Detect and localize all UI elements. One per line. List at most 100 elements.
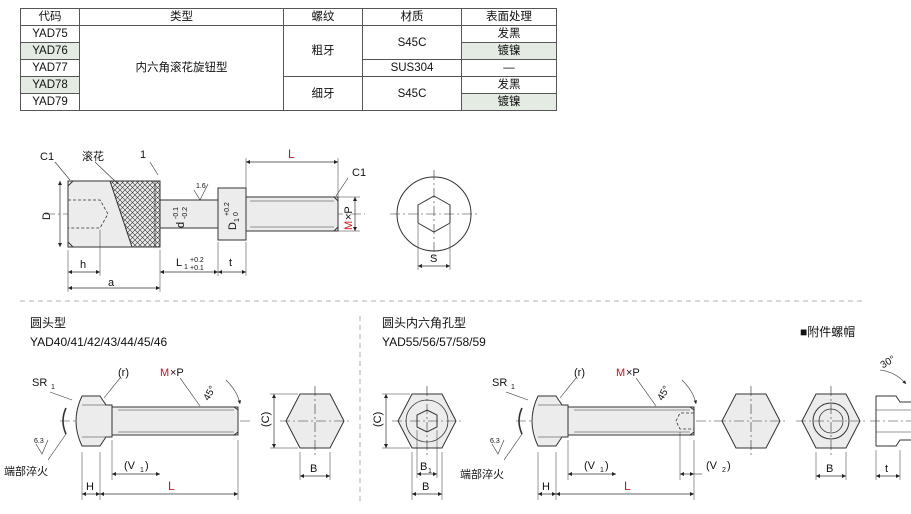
hex-V1-sub: 1 (600, 467, 604, 474)
hex-V1-close: ) (605, 460, 609, 472)
hex-C-label: (C) (372, 412, 384, 427)
dim-D1-tol-upper: +0.2 (224, 202, 231, 216)
round-C-label: (C) (260, 412, 272, 427)
dim-L1-sub: 1 (184, 264, 188, 271)
round-head-drawing (35, 377, 350, 500)
hex-socket-title: 圆头内六角孔型 (382, 316, 466, 330)
round-SR-sub: 1 (51, 384, 55, 391)
code-cell: YAD78 (20, 76, 80, 94)
dim-D1-tol-lower: 0 (233, 212, 240, 216)
hex-angle-label: 45° (656, 384, 673, 403)
col-finish: 表面处理 (461, 8, 557, 26)
round-V1-label: (V (124, 460, 136, 472)
hex-socket-end-view (382, 386, 462, 500)
hex-roughness: 6.3 (490, 438, 500, 445)
dim-D1-group: D 1 +0.2 0 (224, 202, 241, 230)
dim-t-label: t (229, 257, 232, 269)
c1-left-label: C1 (40, 151, 54, 163)
hex-M-label: M (616, 367, 625, 379)
dim-1-label: 1 (140, 149, 146, 161)
hex-V2-label: (V (706, 460, 718, 472)
knurl-label: 滚花 (82, 149, 104, 163)
hex-V2-group: (V 2 ) (706, 460, 731, 474)
round-roughness: 6.3 (34, 438, 44, 445)
surface-roughness: 1.6 (196, 183, 206, 190)
hex-B-end-label: B (422, 481, 429, 493)
round-B-label: B (310, 463, 317, 475)
thread-cell: 粗牙 (283, 25, 363, 77)
hex-harden-label: 端部淬火 (460, 467, 504, 481)
dim-d-tol-lower: -0.2 (182, 207, 189, 219)
accessory-B-label: B (826, 463, 833, 475)
finish-cell: 发黑 (461, 25, 557, 43)
hex-V2-close: ) (727, 460, 731, 472)
code-cell: YAD79 (20, 93, 80, 111)
dim-h-label: h (80, 259, 86, 271)
finish-cell: 发黑 (461, 76, 557, 94)
dim-D-label: D (41, 212, 53, 220)
col-thread: 螺纹 (283, 8, 363, 26)
finish-cell: 镀镍 (461, 93, 557, 111)
hex-B1-sub: 1 (428, 468, 432, 475)
accessory-angle-label: 30° (879, 354, 898, 371)
accessory-title: ■附件螺帽 (800, 324, 855, 339)
hex-socket-side-view (491, 377, 786, 500)
code-cell: YAD77 (20, 59, 80, 77)
dim-S-label: S (430, 253, 437, 265)
c1-right-label: C1 (352, 167, 366, 179)
dim-L1-label: L (176, 257, 182, 269)
table-header-row: 代码 类型 螺纹 材质 表面处理 (20, 8, 557, 26)
hex-socket-codes: YAD55/56/57/58/59 (382, 335, 486, 349)
hex-H-label: H (542, 481, 550, 493)
dim-L-label: L (288, 147, 295, 161)
main-knob-drawing (45, 158, 365, 292)
col-type: 类型 (79, 8, 284, 26)
round-M-label: M (160, 367, 169, 379)
dim-xP-label: ×P (343, 206, 355, 220)
hex-xP-label: ×P (626, 367, 640, 379)
round-angle-label: 45° (202, 384, 219, 403)
hex-L-label: L (624, 479, 631, 493)
dim-d-group: d -0.1 -0.2 (173, 207, 189, 228)
dim-L1-tol-upper: +0.2 (190, 257, 204, 264)
table-row: YAD75 内六角滚花旋钮型 粗牙 S45C 发黑 (20, 25, 557, 111)
dim-D1-sub: 1 (234, 218, 241, 222)
hex-V2-sub: 2 (722, 467, 726, 474)
dim-MxP-group: M ×P (343, 206, 355, 230)
material-cell: SUS304 (362, 59, 462, 77)
round-r-label: (r) (118, 367, 129, 379)
dim-M-label: M (343, 221, 355, 230)
round-V1-group: (V 1 ) (124, 460, 149, 474)
main-end-view (390, 170, 478, 270)
hex-B1-label: B (420, 461, 427, 473)
hex-r-label: (r) (574, 367, 585, 379)
round-SR-label: SR (32, 377, 47, 389)
hex-V1-label: (V (584, 460, 596, 472)
round-head-codes: YAD40/41/42/43/44/45/46 (30, 335, 168, 349)
col-code: 代码 (20, 8, 80, 26)
dim-a-label: a (108, 277, 115, 289)
type-cell: 内六角滚花旋钮型 (79, 25, 284, 111)
round-H-label: H (86, 481, 94, 493)
dim-D1-label: D (227, 222, 239, 230)
material-cell: S45C (362, 25, 462, 60)
round-V1-sub: 1 (140, 467, 144, 474)
round-V1-close: ) (145, 460, 149, 472)
hex-V1-group: (V 1 ) (584, 460, 609, 474)
dim-d-tol-upper: -0.1 (173, 207, 180, 219)
round-L-label: L (168, 479, 175, 493)
dim-L1-tol-lower: +0.1 (190, 265, 204, 272)
round-head-title: 圆头型 (30, 316, 66, 330)
finish-cell: 镀镍 (461, 42, 557, 60)
thread-cell: 细牙 (283, 76, 363, 111)
material-cell: S45C (362, 76, 462, 111)
table-row: YAD78 细牙 S45C 发黑 (20, 76, 557, 111)
round-xP-label: ×P (170, 367, 184, 379)
spec-table: 代码 类型 螺纹 材质 表面处理 YAD75 内六角滚花旋钮型 粗牙 S45C … (20, 8, 557, 111)
accessory-nut-drawing (796, 369, 911, 480)
table-row: YAD79 镀镍 (20, 93, 557, 111)
hex-SR-sub: 1 (511, 384, 515, 391)
hex-SR-label: SR (492, 377, 507, 389)
dim-d-label: d (175, 222, 187, 228)
